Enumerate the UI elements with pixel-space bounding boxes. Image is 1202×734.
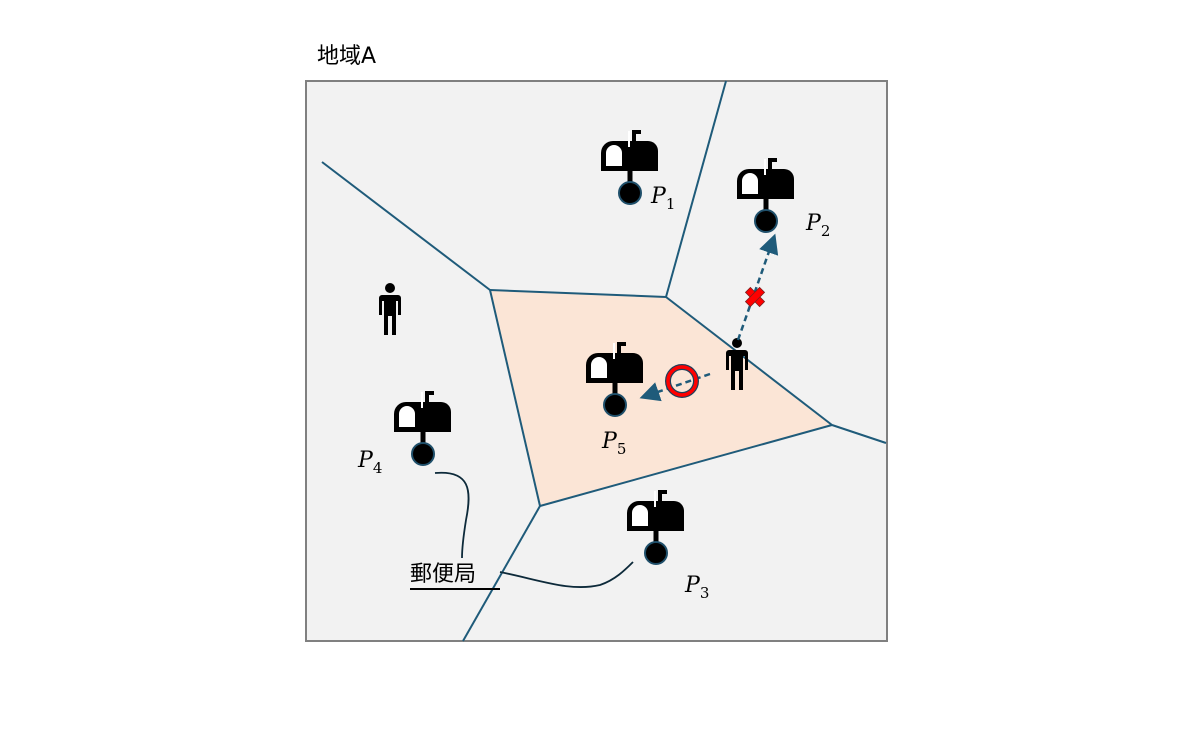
arrow-to-p5 <box>639 372 711 402</box>
callout-lines <box>434 471 634 588</box>
label-p4: P4 <box>357 448 382 477</box>
label-p1: P1 <box>650 184 675 213</box>
region-title: 地域A <box>317 44 376 69</box>
label-p5: P5 <box>601 429 626 458</box>
voronoi-boundaries <box>321 80 887 642</box>
post-office-label: 郵便局 <box>410 562 476 587</box>
label-p3: P3 <box>684 573 709 602</box>
circle-mark-icon <box>665 364 699 398</box>
label-p2: P2 <box>805 211 830 240</box>
cross-mark-icon <box>744 286 766 308</box>
